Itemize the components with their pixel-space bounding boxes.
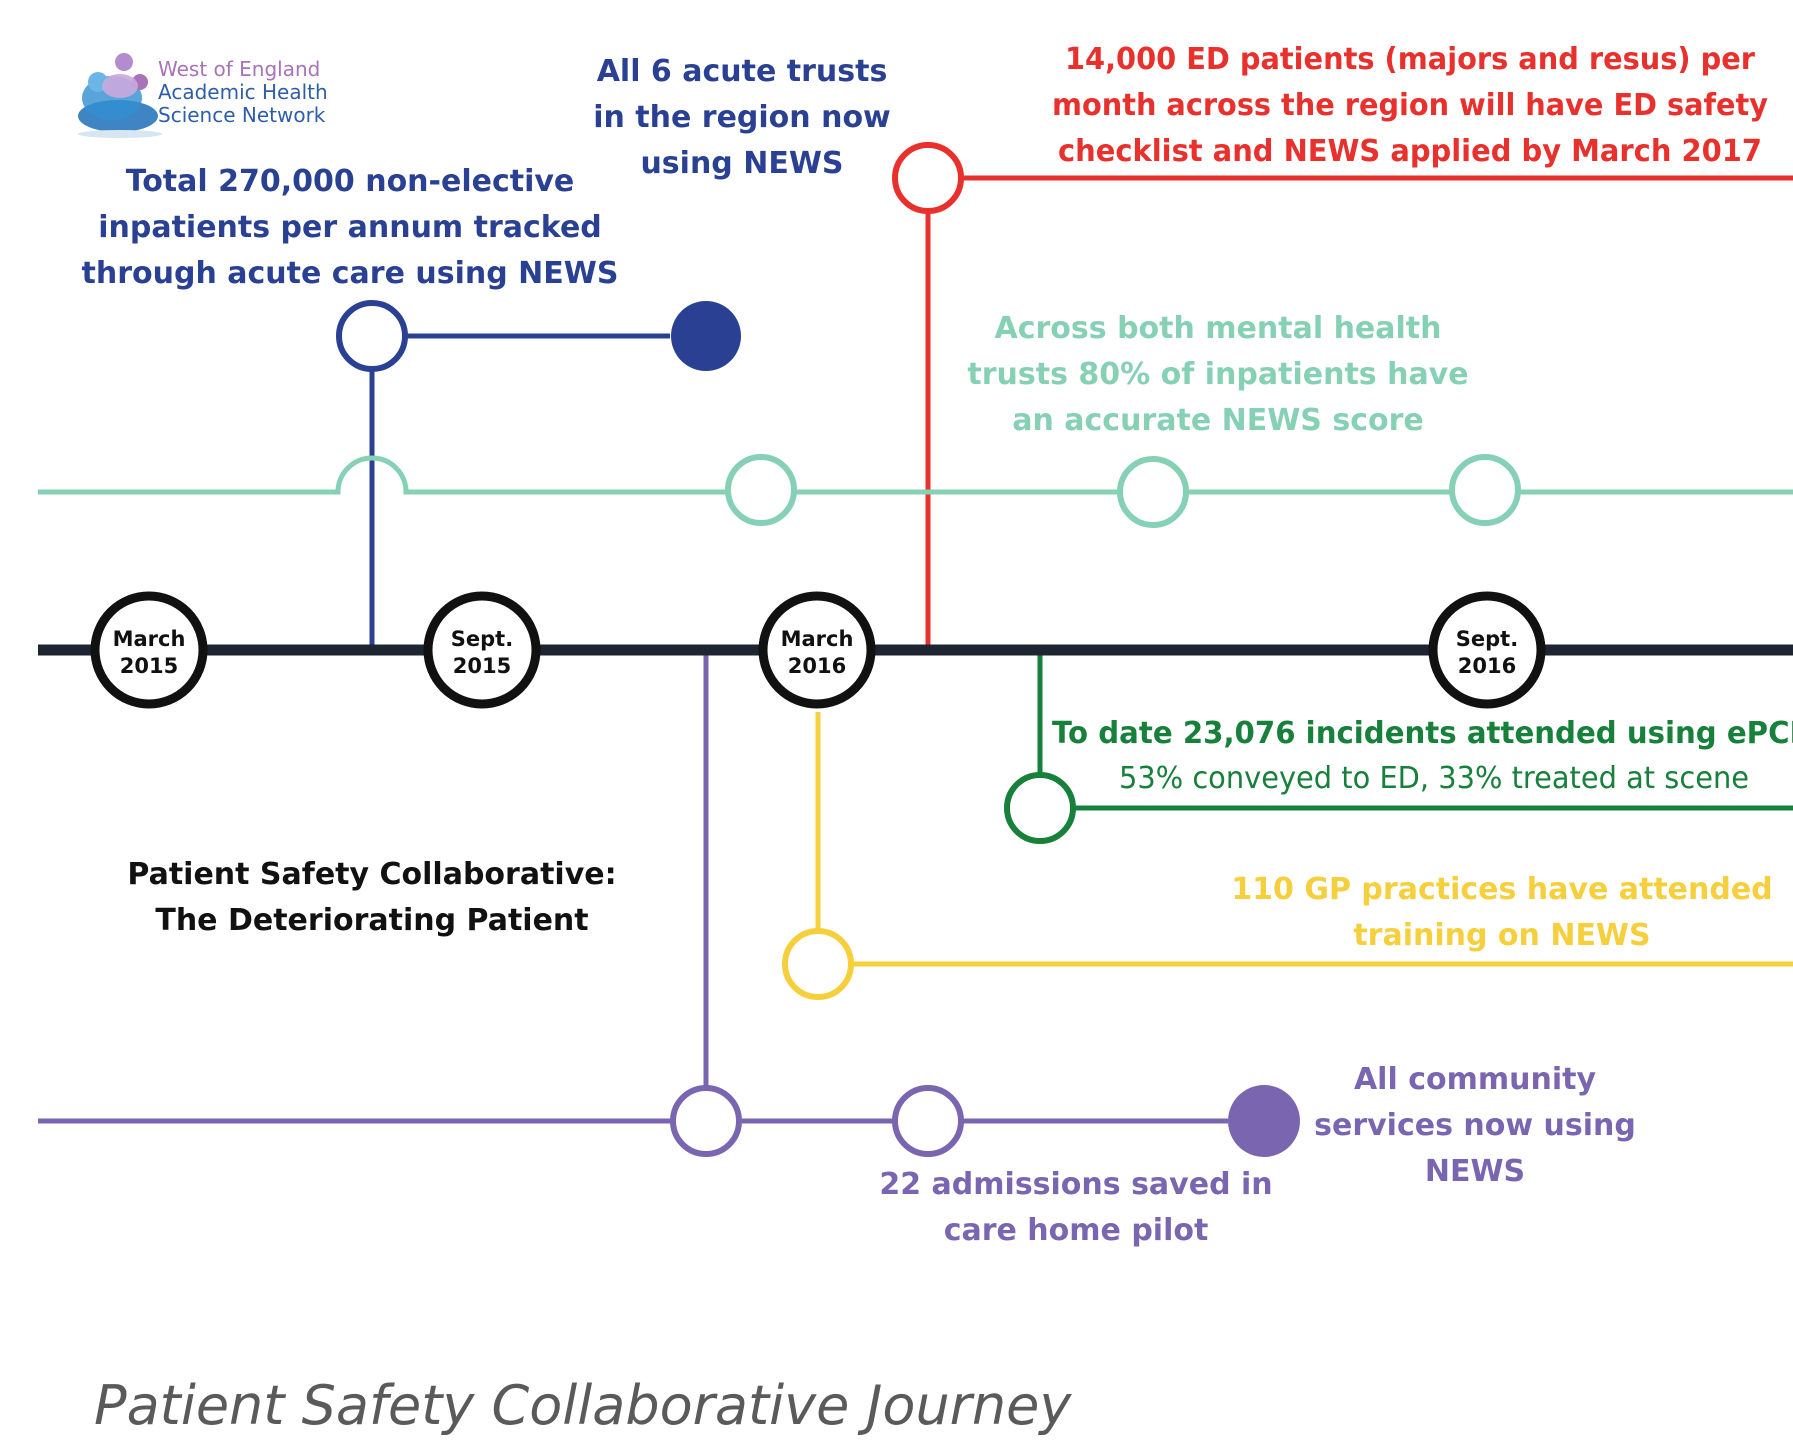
annotation-line: checklist and NEWS applied by March 2017 xyxy=(1058,134,1762,169)
annotation-line: 53% conveyed to ED, 33% treated at scene xyxy=(1119,761,1749,796)
annotation-line: services now using xyxy=(1314,1108,1636,1143)
annotation-non-elective: Total 270,000 non-elective inpatients pe… xyxy=(82,164,619,291)
annotation-epcr: To date 23,076 incidents attended using … xyxy=(1052,716,1793,796)
logo-line-1: West of England xyxy=(158,57,320,81)
annotation-line: All 6 acute trusts xyxy=(597,54,888,89)
annotation-line: month across the region will have ED saf… xyxy=(1052,88,1768,123)
annotation-line: inpatients per annum tracked xyxy=(98,210,602,245)
mental-station-1 xyxy=(725,454,797,526)
date-label-year: 2015 xyxy=(453,654,511,678)
date-labels: March 2015 Sept. 2015 March 2016 Sept. 2… xyxy=(113,627,1519,678)
green-station xyxy=(1004,772,1076,844)
annotation-line: To date 23,076 incidents attended using … xyxy=(1052,716,1793,751)
annotation-acute-trusts: All 6 acute trusts in the region now usi… xyxy=(593,54,891,181)
annotation-line: Across both mental health xyxy=(995,311,1442,346)
date-station-sept-2015 xyxy=(423,591,541,709)
gp-line xyxy=(815,712,1793,967)
annotation-psc-title: Patient Safety Collaborative: The Deteri… xyxy=(127,857,616,938)
purple-station-1 xyxy=(670,1085,742,1157)
annotation-line: through acute care using NEWS xyxy=(82,256,619,291)
acute-line xyxy=(369,333,670,650)
date-label-month: Sept. xyxy=(451,627,513,651)
red-line xyxy=(925,175,1793,650)
date-label-month: March xyxy=(781,627,854,651)
annotation-line: using NEWS xyxy=(640,146,843,181)
annotation-line: 14,000 ED patients (majors and resus) pe… xyxy=(1065,42,1755,77)
annotation-line: Total 270,000 non-elective xyxy=(126,164,575,199)
annotation-line: All community xyxy=(1354,1062,1596,1097)
acute-station-filled xyxy=(671,301,741,371)
annotation-line: Patient Safety Collaborative: xyxy=(127,857,616,892)
wehsn-logo: West of England Academic Health Science … xyxy=(78,53,328,138)
page-caption: Patient Safety Collaborative Journey xyxy=(94,1374,1072,1437)
purple-station-filled xyxy=(1228,1085,1300,1157)
date-station-sept-2016 xyxy=(1428,591,1546,709)
annotation-line: 22 admissions saved in xyxy=(879,1167,1272,1202)
date-label-year: 2016 xyxy=(788,654,846,678)
annotation-line: trusts 80% of inpatients have xyxy=(967,357,1468,392)
annotation-gp: 110 GP practices have attended training … xyxy=(1231,872,1772,953)
annotation-line: in the region now xyxy=(593,100,891,135)
annotation-line: The Deteriorating Patient xyxy=(155,903,588,938)
annotation-line: NEWS xyxy=(1425,1154,1525,1189)
yellow-station xyxy=(782,928,854,1000)
community-line xyxy=(38,652,1228,1124)
annotation-line: an accurate NEWS score xyxy=(1012,403,1424,438)
annotation-mental-health: Across both mental health trusts 80% of … xyxy=(967,311,1468,438)
annotation-line: training on NEWS xyxy=(1353,918,1650,953)
date-station-march-2015 xyxy=(90,591,208,709)
date-station-march-2016 xyxy=(758,591,876,709)
date-label-year: 2015 xyxy=(120,654,178,678)
annotation-community: All community services now using NEWS xyxy=(1314,1062,1636,1189)
mental-health-line xyxy=(38,455,1793,495)
annotation-ed-patients: 14,000 ED patients (majors and resus) pe… xyxy=(1052,42,1768,169)
mental-station-3 xyxy=(1449,454,1521,526)
ambulance-line xyxy=(1037,652,1793,811)
annotation-admissions: 22 admissions saved in care home pilot xyxy=(879,1167,1272,1248)
red-station xyxy=(892,142,964,214)
annotation-line: 110 GP practices have attended xyxy=(1231,872,1772,907)
date-label-month: March xyxy=(113,627,186,651)
acute-station-open xyxy=(336,300,408,372)
date-label-month: Sept. xyxy=(1456,627,1518,651)
stations xyxy=(90,142,1546,1157)
people-swirl-icon xyxy=(78,53,162,138)
logo-line-3: Science Network xyxy=(158,103,326,127)
mental-station-2 xyxy=(1117,456,1189,528)
annotation-line: care home pilot xyxy=(944,1213,1209,1248)
logo-line-2: Academic Health xyxy=(158,80,328,104)
date-label-year: 2016 xyxy=(1458,654,1516,678)
purple-station-2 xyxy=(892,1085,964,1157)
